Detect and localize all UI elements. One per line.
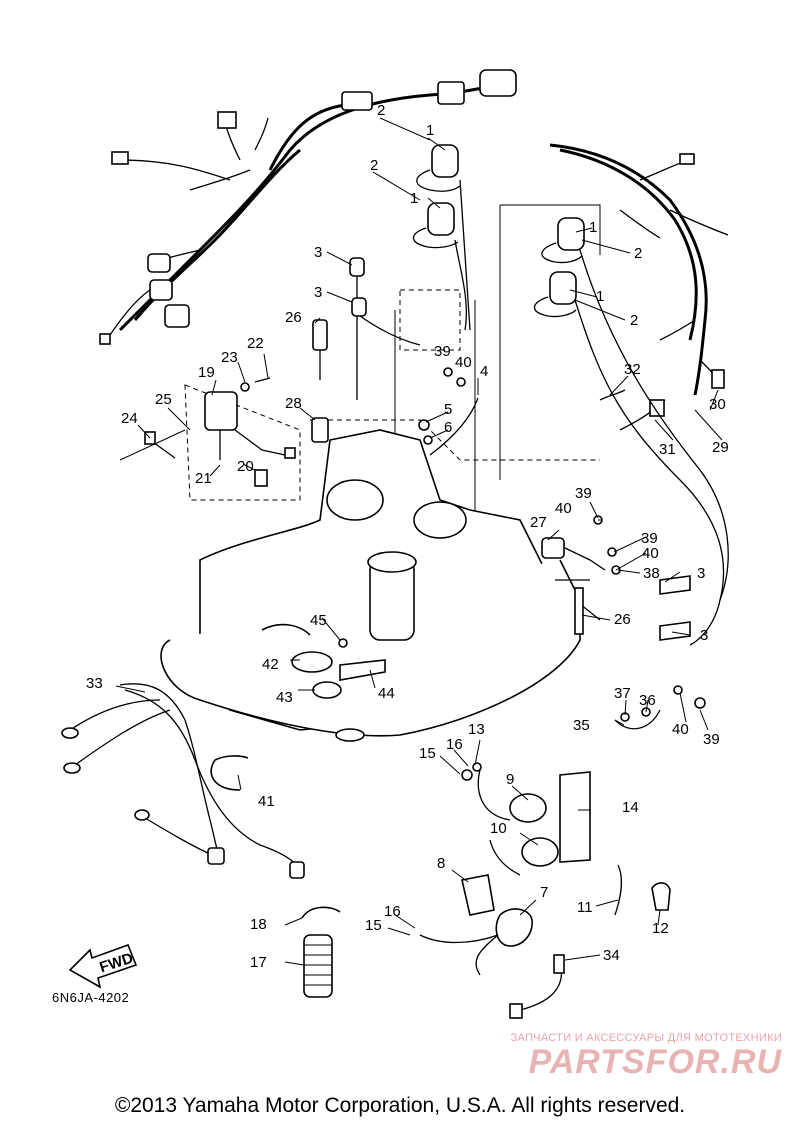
callout-labels: 1 1 1 1 2 2 2 2 3 3 3 3 4 5 6 7 8 9 10 1…	[86, 102, 729, 971]
callout-36: 36	[639, 692, 656, 709]
callout-9: 9	[506, 771, 514, 788]
callout-6: 6	[444, 419, 452, 436]
lower-components	[419, 864, 671, 1019]
callout-1: 1	[596, 288, 604, 305]
callout-11: 11	[577, 899, 593, 916]
clamp-41	[210, 755, 249, 791]
callout-1: 1	[589, 219, 597, 236]
callout-16: 16	[384, 903, 401, 920]
callout-1: 1	[426, 122, 434, 139]
callout-28: 28	[285, 395, 302, 412]
callout-44: 44	[378, 685, 395, 702]
leader-lines	[115, 117, 723, 966]
callout-4: 4	[480, 363, 488, 380]
callout-40: 40	[672, 721, 689, 738]
connector-group-35-40	[614, 685, 706, 730]
watermark-tagline: ЗАПЧАСТИ И АКСЕССУАРЫ ДЛЯ МОТОТЕХНИКИ	[510, 1032, 782, 1044]
callout-32: 32	[624, 361, 641, 378]
callout-35: 35	[573, 717, 590, 734]
callout-21: 21	[195, 470, 212, 487]
callout-16: 16	[446, 736, 463, 753]
callout-1: 1	[410, 190, 418, 207]
callout-14: 14	[622, 799, 639, 816]
callout-26: 26	[285, 309, 302, 326]
callout-3: 3	[700, 627, 708, 644]
callout-43: 43	[276, 689, 293, 706]
callout-2: 2	[630, 312, 638, 329]
callout-10: 10	[490, 820, 507, 837]
callout-8: 8	[437, 855, 445, 872]
callout-2: 2	[377, 102, 385, 119]
spark-plug-caps	[349, 257, 691, 641]
copyright-notice: ©2013 Yamaha Motor Corporation, U.S.A. A…	[114, 1094, 686, 1117]
callout-40: 40	[642, 545, 659, 562]
callout-18: 18	[250, 916, 267, 933]
callout-5: 5	[444, 401, 452, 418]
relay-bracket-group	[461, 762, 591, 876]
callout-15: 15	[419, 745, 436, 762]
callout-37: 37	[614, 685, 631, 702]
main-wire-harness	[99, 69, 517, 345]
callout-19: 19	[198, 364, 215, 381]
callout-3: 3	[697, 565, 705, 582]
engine-block	[160, 429, 581, 742]
callout-29: 29	[712, 439, 729, 456]
callout-20: 20	[237, 458, 254, 475]
callout-40: 40	[555, 500, 572, 517]
fwd-arrow-icon: FWD	[68, 943, 138, 989]
callout-30: 30	[709, 396, 726, 413]
diagram-code: 6N6JA-4202	[52, 990, 130, 1005]
callout-22: 22	[247, 335, 264, 352]
right-side-components	[541, 515, 621, 635]
callout-39: 39	[641, 530, 658, 547]
callout-40: 40	[455, 354, 472, 371]
callout-26: 26	[614, 611, 631, 628]
callout-38: 38	[643, 565, 660, 582]
callout-13: 13	[468, 721, 485, 738]
callout-15: 15	[365, 917, 382, 934]
callout-34: 34	[603, 947, 620, 964]
callout-39: 39	[434, 343, 451, 360]
spring-and-band-17-18	[301, 906, 341, 998]
callout-12: 12	[652, 920, 669, 937]
callout-2: 2	[370, 157, 378, 174]
callout-3: 3	[314, 284, 322, 301]
callout-42: 42	[262, 656, 279, 673]
ignition-coils	[412, 144, 729, 646]
callout-27: 27	[530, 514, 547, 531]
callout-3: 3	[314, 244, 322, 261]
callout-33: 33	[86, 675, 103, 692]
callout-39: 39	[703, 731, 720, 748]
callout-7: 7	[540, 884, 548, 901]
callout-31: 31	[659, 441, 676, 458]
watermark-logo: PARTSFOR.RU	[528, 1043, 782, 1081]
callout-24: 24	[121, 410, 138, 427]
callout-25: 25	[155, 391, 172, 408]
callout-23: 23	[221, 349, 238, 366]
callout-41: 41	[258, 793, 275, 810]
small-components-center	[311, 319, 479, 456]
callout-2: 2	[634, 245, 642, 262]
battery-cables	[61, 683, 305, 879]
callout-45: 45	[310, 612, 327, 629]
callout-17: 17	[250, 954, 267, 971]
callout-39: 39	[575, 485, 592, 502]
